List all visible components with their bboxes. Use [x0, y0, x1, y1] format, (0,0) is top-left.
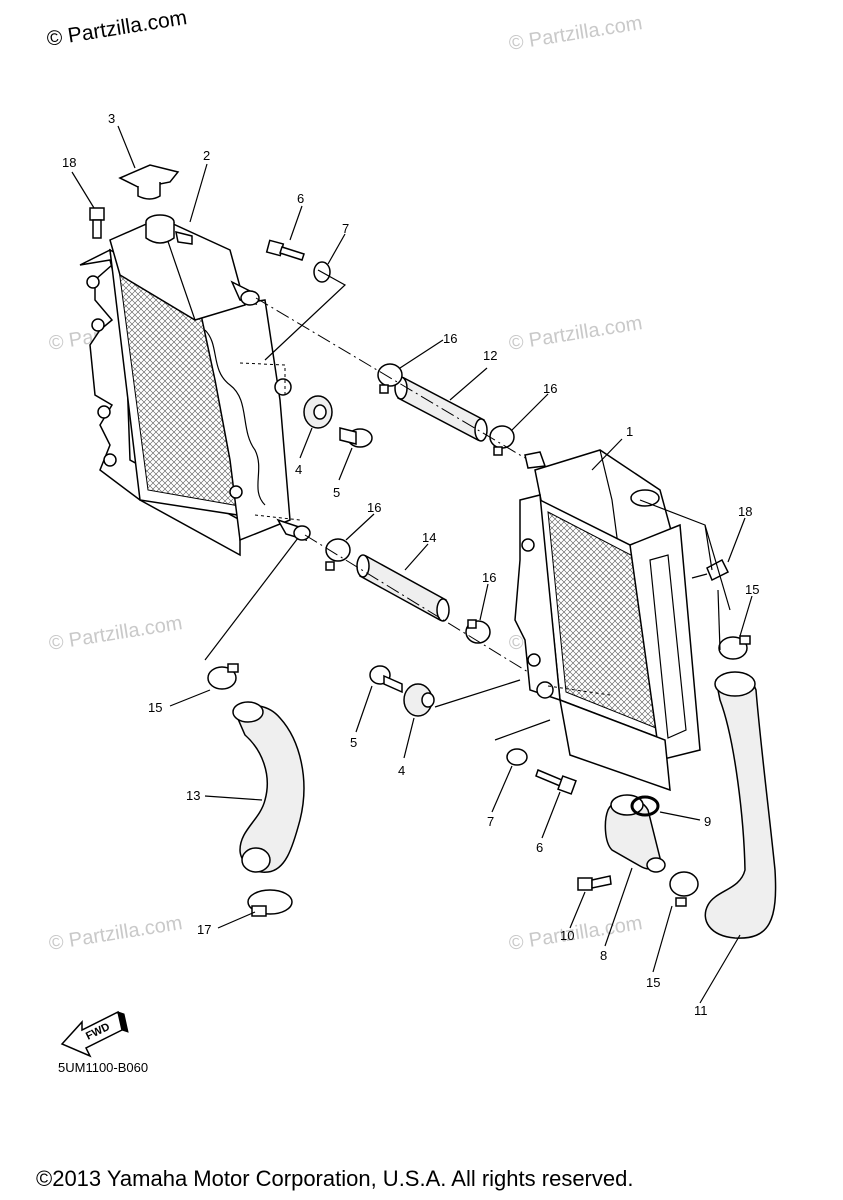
washer-lower — [506, 748, 528, 766]
callout-18: 18 — [738, 504, 752, 519]
hose-long — [704, 671, 777, 939]
leader-lines — [71, 125, 753, 1004]
hose-clamp — [489, 425, 515, 456]
hose-clamp-large — [669, 871, 699, 907]
callout-8: 8 — [600, 948, 607, 963]
clamp-bottom — [247, 889, 293, 917]
callout-6: 6 — [536, 840, 543, 855]
callout-16: 16 — [367, 500, 381, 515]
hose-clamp-large — [718, 635, 751, 660]
callout-7: 7 — [487, 814, 494, 829]
callout-15: 15 — [148, 700, 162, 715]
hose-clamp — [325, 538, 351, 571]
watermark-faded: © Partzilla.com — [507, 912, 644, 955]
callout-5: 5 — [333, 485, 340, 500]
diagram-code: 5UM1100-B060 — [58, 1060, 148, 1075]
callout-16: 16 — [443, 331, 457, 346]
callout-11: 11 — [694, 1003, 708, 1018]
callout-13: 13 — [186, 788, 200, 803]
callout-12: 12 — [483, 348, 497, 363]
callout-16: 16 — [543, 381, 557, 396]
bolt-left — [89, 207, 105, 239]
grommet-upper — [303, 395, 333, 429]
radiator-cap — [118, 164, 180, 200]
right-radiator — [514, 449, 701, 792]
bolt-right — [691, 558, 730, 582]
hose-curved — [232, 701, 305, 873]
callout-15: 15 — [646, 975, 660, 990]
callout-9: 9 — [704, 814, 711, 829]
watermark-main: © Partzilla.com — [45, 6, 188, 51]
fwd-arrow-icon: FWD — [60, 1010, 129, 1058]
callout-16: 16 — [482, 570, 496, 585]
bolt-elbow — [577, 875, 612, 891]
hose-clamp — [377, 363, 403, 394]
watermark-faded: © Partzilla.com — [47, 612, 184, 655]
elbow-joint — [604, 794, 666, 873]
callout-4: 4 — [398, 763, 405, 778]
copyright-notice: ©2013 Yamaha Motor Corporation, U.S.A. A… — [36, 1166, 633, 1191]
callout-1: 1 — [626, 424, 633, 439]
callout-3: 3 — [108, 111, 115, 126]
assembly-lines — [204, 269, 731, 741]
watermark-faded: © Partzilla.com — [507, 12, 644, 55]
callout-4: 4 — [295, 462, 302, 477]
callout-18: 18 — [62, 155, 76, 170]
callout-15: 15 — [745, 582, 759, 597]
hose-upper — [394, 376, 488, 442]
callout-14: 14 — [422, 530, 436, 545]
bolt-upper — [265, 239, 305, 261]
collar-upper — [339, 427, 373, 448]
bolt-lower — [535, 768, 577, 795]
callout-5: 5 — [350, 735, 357, 750]
hose-clamp-large — [207, 663, 239, 690]
hose-lower — [356, 554, 450, 622]
left-radiator — [79, 214, 311, 557]
callout-10: 10 — [560, 928, 574, 943]
callout-6: 6 — [297, 191, 304, 206]
watermark-faded: © Partzilla.com — [47, 912, 184, 955]
grommet-lower — [403, 683, 435, 717]
collar-lower — [369, 665, 403, 694]
watermark-faded: © Partzilla.com — [507, 312, 644, 355]
callout-7: 7 — [342, 221, 349, 236]
callout-2: 2 — [203, 148, 210, 163]
hose-clamp — [465, 619, 491, 644]
callout-17: 17 — [197, 922, 211, 937]
o-ring — [630, 795, 660, 817]
